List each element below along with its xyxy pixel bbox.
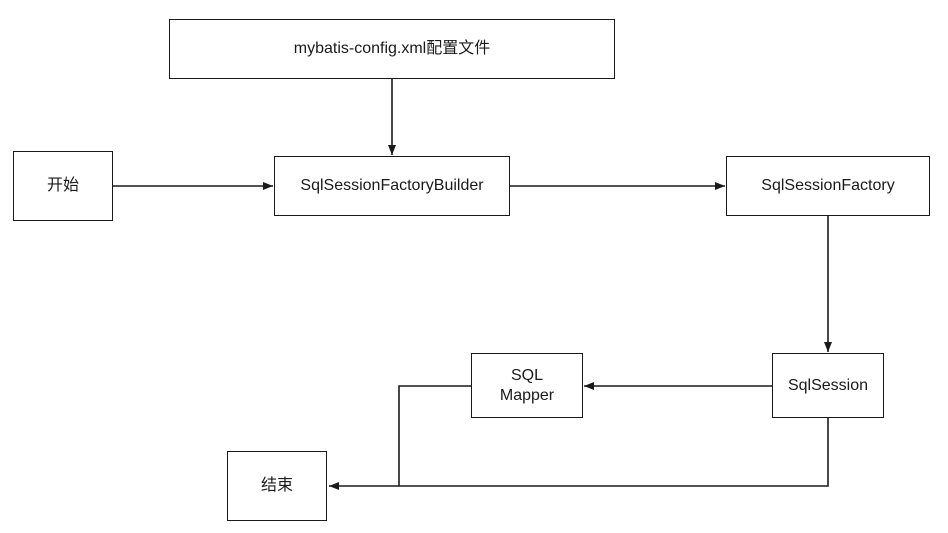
end-label: 结束 (260, 477, 293, 494)
config-file-node: mybatis-config.xml配置文件 (169, 19, 615, 79)
sqlsessionfactory-node: SqlSessionFactory (726, 156, 930, 216)
sql-mapper-label-line1: SQL (510, 366, 543, 384)
config-file-label: mybatis-config.xml配置文件 (293, 40, 491, 57)
sql-mapper-node: SQL Mapper (471, 353, 583, 418)
sqlsessionfactorybuilder-node: SqlSessionFactoryBuilder (274, 156, 510, 216)
start-label: 开始 (46, 177, 79, 194)
edge-mapper-to-end (398, 385, 471, 486)
end-node: 结束 (227, 451, 327, 521)
sqlsession-label: SqlSession (787, 376, 869, 394)
sqlsessionfactory-label: SqlSessionFactory (761, 177, 895, 194)
edge-session-to-end (329, 418, 829, 490)
sql-mapper-label-line2: Mapper (499, 386, 555, 404)
start-node: 开始 (13, 151, 113, 221)
sqlsession-node: SqlSession (772, 353, 884, 418)
sqlsessionfactorybuilder-label: SqlSessionFactoryBuilder (300, 177, 484, 194)
